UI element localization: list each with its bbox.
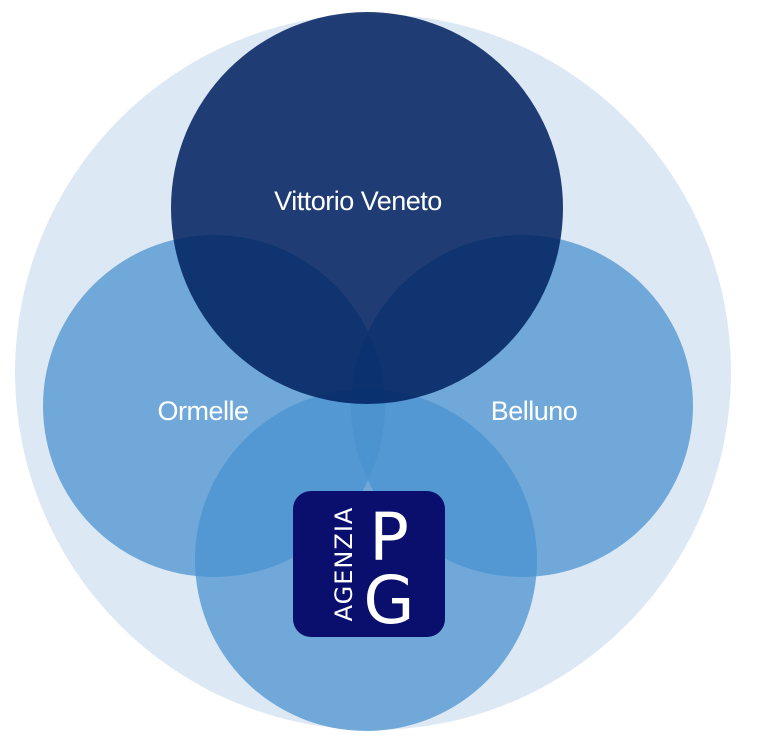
label-vittorio-veneto: Vittorio Veneto [274,186,442,216]
logo-letter-p: P [369,499,409,576]
label-ormelle: Ormelle [157,396,248,426]
logo-letter-g: G [363,562,414,639]
agenzia-pg-logo: AGENZIA P G [293,491,445,639]
top-circle [171,12,563,404]
label-belluno: Belluno [491,396,578,426]
logo-word: AGENZIA [330,507,358,622]
